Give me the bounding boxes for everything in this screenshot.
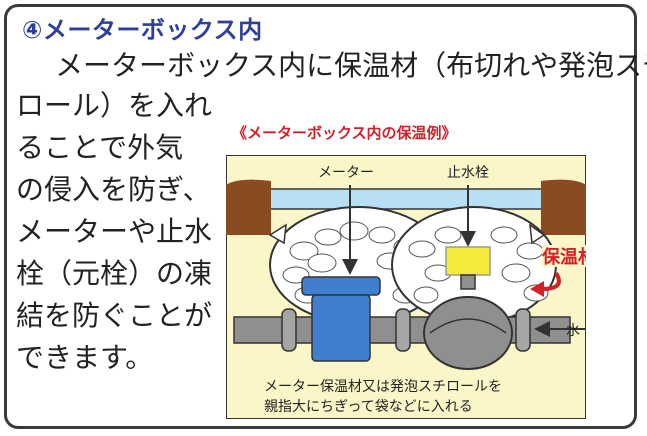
- water-meter: [301, 276, 381, 362]
- valve-label: 止水栓: [447, 165, 489, 181]
- body-line: の侵入を防ぎ、: [16, 173, 211, 206]
- water-label: 水: [566, 323, 580, 339]
- meter-label: メーター: [318, 165, 374, 181]
- stop-valve: [423, 246, 513, 370]
- insulation-pointer: [541, 271, 561, 291]
- section-heading: ④メーターボックス内: [22, 16, 263, 44]
- pipe-joint: [515, 308, 531, 352]
- intro-text: メーターボックス内に保温材（布切れや発泡スチ: [55, 49, 647, 82]
- note-line-1: メーター保温材又は発泡スチロールを: [264, 379, 502, 395]
- pipe-joint: [395, 308, 411, 352]
- pipe-joint: [281, 308, 297, 352]
- body-line: ることで外気: [16, 131, 184, 164]
- insulation-label: 保温材: [541, 246, 586, 268]
- diagram-caption: 《メーターボックス内の保温例》: [232, 124, 457, 142]
- water-band: [271, 189, 541, 209]
- body-line: 結を防ぐことが: [16, 299, 213, 332]
- soil-left: [226, 179, 271, 235]
- body-line: 栓（元栓）の凍: [16, 257, 213, 290]
- soil-right: [541, 179, 586, 235]
- body-line: メーターや止水: [16, 215, 213, 248]
- body-line: ロール）を入れ: [16, 89, 213, 122]
- body-line: できます。: [16, 341, 154, 374]
- meter-box-diagram: メーター 止水栓 保温材 水 メーター保温材又は発泡スチロールを 親指大にちぎっ…: [226, 155, 586, 419]
- note-line-2: 親指大にちぎって袋などに入れる: [264, 399, 473, 415]
